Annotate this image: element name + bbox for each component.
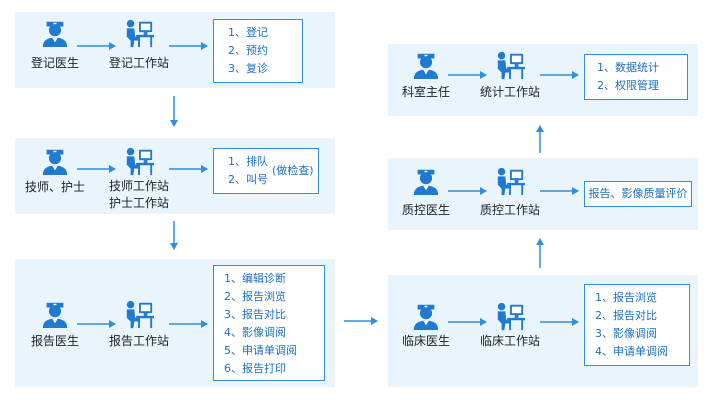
arrow-icon xyxy=(540,187,579,195)
list-item: 4、影像调阅 xyxy=(224,326,286,339)
clinical-panel: 临床医生 临床工作站 1、报告浏览 2、报告对比 3、影像调阅 4、申请单调阅 xyxy=(388,275,698,387)
doctor-icon xyxy=(41,18,69,48)
arrow-icon xyxy=(169,42,208,50)
list-item: 4、申请单调阅 xyxy=(595,345,668,358)
arrow-icon xyxy=(536,125,544,153)
workstation-icon xyxy=(123,299,155,329)
arrow-icon xyxy=(448,187,487,195)
list-item: 1、报告浏览 xyxy=(595,291,657,304)
arrow-icon xyxy=(344,317,378,325)
report-station-label: 报告工作站 xyxy=(108,334,169,348)
register-role-label: 登记医生 xyxy=(30,56,79,70)
arrow-icon xyxy=(77,320,116,328)
director-station-label: 统计工作站 xyxy=(479,85,540,99)
list-item: 2、报告浏览 xyxy=(224,290,286,303)
register-task-list: 1、登记 2、预约 3、复诊 xyxy=(213,19,303,83)
quality-panel: 质控医生 质控工作站 报告、影像质量评价 xyxy=(388,158,698,230)
director-panel: 科室主任 统计工作站 1、数据统计 2、权限管理 xyxy=(388,44,698,116)
clinical-role-label: 临床医生 xyxy=(401,334,450,348)
arrow-icon xyxy=(77,42,116,50)
doctor-icon xyxy=(412,301,440,331)
clinical-station-label: 临床工作站 xyxy=(479,334,540,348)
doctor-icon xyxy=(41,299,69,329)
arrow-icon xyxy=(536,238,544,268)
workstation-icon xyxy=(494,166,526,196)
list-item: 2、报告对比 xyxy=(595,309,657,322)
arrow-icon xyxy=(169,320,208,328)
list-item: 3、复诊 xyxy=(228,62,268,75)
technician-station-line: 技师工作站 xyxy=(108,179,169,193)
list-item: 6、报告打印 xyxy=(224,362,286,375)
list-item: 3、报告对比 xyxy=(224,308,286,321)
report-role-label: 报告医生 xyxy=(30,334,79,348)
quality-station-label: 质控工作站 xyxy=(479,203,540,217)
workstation-icon xyxy=(494,301,526,331)
arrow-icon xyxy=(77,165,116,173)
quality-task-list: 报告、影像质量评价 xyxy=(584,181,692,207)
doctor-icon xyxy=(412,50,440,80)
quality-role-label: 质控医生 xyxy=(401,203,450,217)
register-panel: 登记医生 登记工作站 1、登记 2、预约 3、复诊 xyxy=(15,12,335,88)
list-item: 1、排队 xyxy=(228,155,268,168)
technician-panel: 技师、护士 技师工作站 护士工作站 1、排队 2、叫号 (做检查) xyxy=(15,138,335,214)
arrow-icon xyxy=(540,71,579,79)
list-item: 3、影像调阅 xyxy=(595,327,657,340)
director-role-label: 科室主任 xyxy=(401,85,450,99)
register-station-label: 登记工作站 xyxy=(108,56,169,70)
arrow-icon xyxy=(540,318,579,326)
exam-note: (做检查) xyxy=(272,164,314,177)
report-panel: 报告医生 报告工作站 1、编辑诊断 2、报告浏览 3、报告对比 4、影像调阅 5… xyxy=(15,259,335,387)
nurse-station-line: 护士工作站 xyxy=(108,196,169,210)
list-item: 报告、影像质量评价 xyxy=(588,187,688,200)
workstation-icon xyxy=(123,146,155,176)
workstation-icon xyxy=(123,18,155,48)
list-item: 2、预约 xyxy=(228,44,268,57)
list-item: 1、数据统计 xyxy=(597,61,659,74)
arrow-icon xyxy=(448,318,487,326)
doctor-icon xyxy=(412,166,440,196)
report-task-list: 1、编辑诊断 2、报告浏览 3、报告对比 4、影像调阅 5、申请单调阅 6、报告… xyxy=(213,265,325,381)
workstation-icon xyxy=(494,50,526,80)
arrow-icon xyxy=(448,71,487,79)
list-item: 1、编辑诊断 xyxy=(224,272,286,285)
doctor-icon xyxy=(41,146,69,176)
list-item: 5、申请单调阅 xyxy=(224,344,297,357)
clinical-task-list: 1、报告浏览 2、报告对比 3、影像调阅 4、申请单调阅 xyxy=(584,284,690,366)
arrow-icon xyxy=(170,221,178,250)
arrow-icon xyxy=(169,165,208,173)
director-task-list: 1、数据统计 2、权限管理 xyxy=(584,54,688,100)
technician-station-label: 技师工作站 护士工作站 xyxy=(103,178,175,212)
technician-task-list: 1、排队 2、叫号 (做检查) xyxy=(213,148,319,194)
list-item: 2、权限管理 xyxy=(597,79,659,92)
list-item: 2、叫号 xyxy=(228,173,268,186)
technician-role-label: 技师、护士 xyxy=(24,180,85,194)
list-item: 1、登记 xyxy=(228,26,268,39)
arrow-icon xyxy=(170,96,178,127)
